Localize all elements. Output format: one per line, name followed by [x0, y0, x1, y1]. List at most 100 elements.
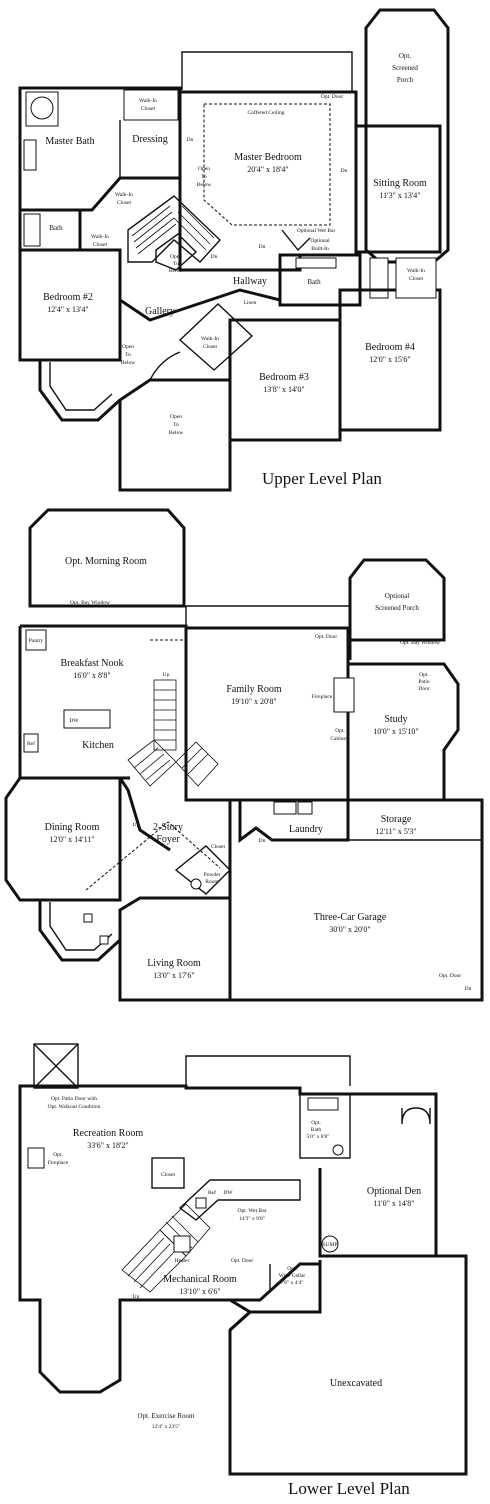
- main-foyer-walls: [118, 777, 171, 852]
- upper-label-sitting: Sitting Room: [373, 178, 427, 189]
- main-fridge: [23, 733, 39, 753]
- main-label-foyer-2: Foyer: [156, 834, 180, 845]
- upper-level-plan: Upper Level Plan Opt. Screened Porch Opt…: [18, 8, 450, 492]
- upper-walkin-closet-diag: [178, 303, 254, 371]
- main-label-dining: Dining Room: [45, 822, 100, 833]
- upper-label-wetbar: Optional Wet Bar: [297, 228, 336, 234]
- main-front-column-b: [99, 935, 109, 945]
- main-front-column-a: [83, 913, 93, 923]
- main-label-dn-b: Dn: [465, 986, 472, 992]
- lower-label-exercise: Opt. Exercise Room: [138, 1412, 196, 1420]
- bath-tub-left: [23, 213, 41, 247]
- main-label-morning: Opt. Morning Room: [65, 556, 147, 567]
- main-label-dw: DW: [69, 718, 79, 724]
- main-labels: Opt. Morning Room Opt. Bay Window Opt. B…: [27, 556, 472, 992]
- main-label-study-dim: 10'0" x 15'10": [373, 727, 418, 736]
- lower-label-mech-dim: 13'10" x 6'6": [179, 1287, 220, 1296]
- walkin-closet-shelf: [123, 89, 179, 121]
- main-label-living: Living Room: [147, 958, 201, 969]
- main-garage-walls: [228, 798, 484, 1002]
- upper-label-open-a3: Below: [197, 182, 211, 188]
- upper-label-walkin-b1: Walk-In: [115, 192, 133, 198]
- main-screened-porch: [348, 558, 446, 642]
- upper-label-builtin-1: Optional: [310, 238, 330, 244]
- bedroom4-closet: [395, 257, 437, 299]
- upper-sitting-room-walls: [354, 124, 442, 254]
- main-label-garage: Three-Car Garage: [314, 912, 387, 923]
- master-bath-vanity: [23, 139, 37, 171]
- upper-dn-arrow: [281, 229, 311, 252]
- upper-label-open-d2: To: [173, 422, 179, 428]
- main-family-room-walls: [184, 626, 350, 802]
- upper-label-open-c1: Open: [122, 344, 134, 350]
- main-label-up-b: Up: [133, 822, 140, 828]
- upper-label-linen: Linen: [244, 300, 257, 306]
- upper-gallery-walls: [119, 288, 281, 322]
- upper-label-open-d3: Below: [169, 430, 183, 436]
- upper-label-sitting-dim: 11'3" x 13'4": [379, 191, 420, 200]
- upper-stairs: [131, 205, 215, 255]
- master-bath-tub-basin: [30, 96, 54, 120]
- lower-label-unexc: Unexcavated: [330, 1378, 382, 1389]
- upper-label-open-c2: To: [125, 352, 131, 358]
- lower-label-den: Optional Den: [367, 1186, 421, 1197]
- upper-label-walkin-e2: Closet: [409, 276, 424, 282]
- upper-label-master-bed-dim: 20'4" x 18'4": [247, 165, 288, 174]
- lower-mech-room-walls: [150, 1262, 320, 1302]
- main-dryer: [297, 801, 313, 815]
- upper-screened-porch: [364, 8, 450, 264]
- lower-label-up: Up: [133, 1294, 140, 1300]
- main-front-bay-inner: [49, 902, 113, 951]
- lower-bath-toilet: [332, 1144, 344, 1156]
- lower-label-bath-dim: 5'0" x 8'8": [307, 1134, 330, 1140]
- upper-label-bed4-dim: 12'0" x 15'6": [369, 355, 410, 364]
- upper-label-walkin-a1: Walk-In: [139, 98, 157, 104]
- upper-labels: Opt. Screened Porch Opt. Door Coffered C…: [43, 52, 427, 436]
- upper-label-screened-porch-3: Porch: [397, 76, 414, 84]
- upper-label-master-bath: Master Bath: [45, 136, 94, 147]
- upper-label-walkin-c1: Walk-In: [91, 234, 109, 240]
- lower-deck-edge: [185, 1055, 351, 1086]
- upper-open-below-arc: [149, 351, 181, 381]
- upper-label-walkin-e1: Walk-In: [407, 268, 425, 274]
- upper-label-coffered: Coffered Ceiling: [247, 109, 284, 116]
- lower-unexcavated-wall: [228, 1260, 322, 1332]
- lower-label-den-dim: 11'0" x 14'8": [373, 1199, 414, 1208]
- main-label-study: Study: [384, 714, 407, 725]
- main-label-family: Family Room: [226, 684, 282, 695]
- upper-stair-well: [127, 195, 221, 263]
- upper-label-screened-porch-2: Screened: [392, 64, 418, 72]
- lower-bath-shower: [307, 1097, 339, 1111]
- upper-label-bed2-dim: 12'4" x 13'4": [47, 305, 88, 314]
- lower-labels: Opt. Patio Door with Opt. Walkout Condit…: [48, 1096, 421, 1430]
- upper-label-master-bed: Master Bedroom: [234, 152, 302, 163]
- upper-label-bed2: Bedroom #2: [43, 292, 93, 303]
- lower-label-closet: Closet: [161, 1172, 176, 1178]
- main-label-fireplace: Fireplace: [312, 694, 333, 700]
- main-label-garage-dim: 30'0" x 20'0": [329, 925, 370, 934]
- upper-label-bath-b: Bath: [307, 278, 321, 286]
- upper-label-open-b1: Open: [170, 254, 182, 260]
- main-label-nook: Breakfast Nook: [60, 658, 123, 669]
- main-fireplace: [333, 677, 355, 713]
- main-kitchen-island: [63, 709, 111, 729]
- upper-label-walkin-d2: Closet: [203, 344, 218, 350]
- lower-label-bath-2: Bath: [311, 1127, 322, 1133]
- lower-label-rec: Recreation Room: [73, 1128, 143, 1139]
- lower-level-plan: Lower Level Plan Opt. Patio Door with Op…: [18, 1043, 468, 1498]
- upper-label-open-c3: Below: [121, 360, 135, 366]
- lower-label-wine-dim: 7'8" x 4'4": [281, 1280, 304, 1286]
- main-label-patio-2: Patio: [418, 679, 430, 685]
- upper-label-walkin-c2: Closet: [93, 242, 108, 248]
- lower-label-heater: Heater: [175, 1258, 190, 1264]
- upper-label-dressing: Dressing: [132, 134, 168, 145]
- upper-label-hallway: Hallway: [233, 276, 267, 287]
- lower-label-wine-1: Opt.: [287, 1266, 297, 1272]
- main-label-porch-2: Screened Porch: [375, 604, 419, 612]
- upper-label-screened-porch-1: Opt.: [399, 52, 412, 60]
- lower-bath: [299, 1093, 351, 1159]
- upper-label-walkin-b2: Closet: [117, 200, 132, 206]
- lower-label-exercise-dim: 12'4" x 23'5": [152, 1424, 180, 1430]
- lower-label-patio-door-1: Opt. Patio Door with: [51, 1096, 97, 1102]
